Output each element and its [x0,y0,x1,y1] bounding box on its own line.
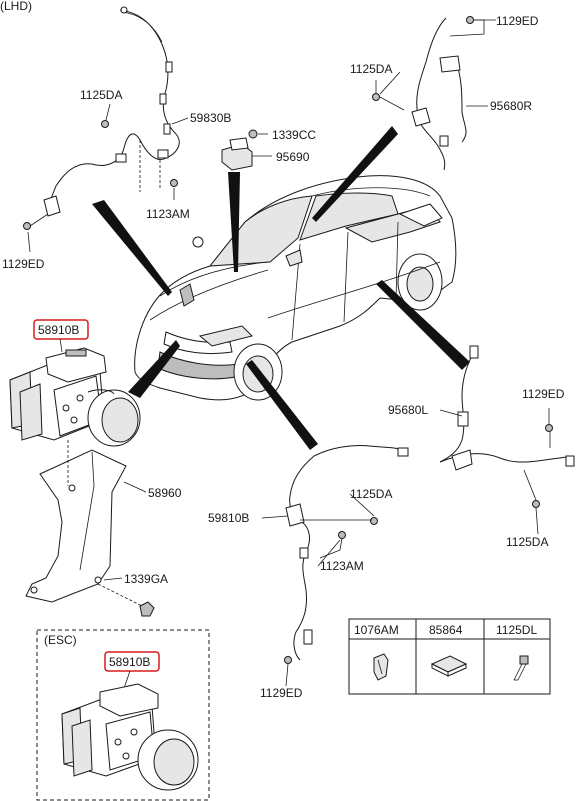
clip-1076am-icon [373,653,389,681]
label-59830b: 59830B [190,111,231,125]
abs-hydraulic-unit [9,347,141,447]
esc-variant-box [36,629,210,801]
bolt-1339cc [248,129,258,139]
pointer-wedges [92,126,470,450]
parts-table: 1076AM 85864 1125DL [348,618,551,695]
table-header-col2: 85864 [429,623,463,637]
table-header-col1: 1076AM [354,623,399,637]
leader-lines [27,19,550,687]
label-95690: 95690 [276,150,310,164]
bolt-1125dl-icon [513,655,529,681]
label-95680l: 95680L [388,403,428,417]
label-1129ed-right-mid: 1129ED [522,387,565,401]
label-1125da-right-bottom: 1125DA [506,535,548,549]
highlight-box-main [33,319,89,340]
rear-left-wheel-sensor-harness [439,345,575,508]
label-1129ed-left: 1129ED [2,257,45,271]
label-58910b-esc: 58910B [109,655,150,669]
label-1125da-mid: 1125DA [350,487,392,501]
callout-labels: 1129ED 1125DA 95680R 1339CC 95690 1125DA… [2,14,565,700]
abs-bracket [25,440,143,607]
label-95680r: 95680R [490,99,532,113]
label-1125da-top-right: 1125DA [350,62,392,76]
esc-label: (ESC) [44,633,77,647]
rear-right-wheel-sensor-harness [372,16,485,171]
nut-1339ga [139,601,155,617]
label-1339ga: 1339GA [124,572,168,586]
label-58910b-main: 58910B [38,323,79,337]
label-59810b: 59810B [208,511,249,525]
table-header-col3: 1125DL [496,623,537,637]
label-1125da-top-left: 1125DA [80,88,122,102]
label-1339cc: 1339CC [272,128,316,142]
label-1129ed-top-right: 1129ED [496,14,539,28]
esc-hydraulic-unit [61,683,199,791]
label-1123am-top: 1123AM [146,207,190,221]
label-1129ed-bottom: 1129ED [260,686,303,700]
pad-85864-icon [430,655,468,677]
yaw-rate-sensor [221,137,253,171]
front-left-wheel-sensor-harness [23,6,180,230]
front-right-wheel-sensor-harness [284,445,409,664]
label-1123am-mid: 1123AM [320,559,364,573]
label-58960: 58960 [148,486,182,500]
highlight-box-esc [104,651,160,672]
lhd-label: (LHD) [0,0,32,13]
